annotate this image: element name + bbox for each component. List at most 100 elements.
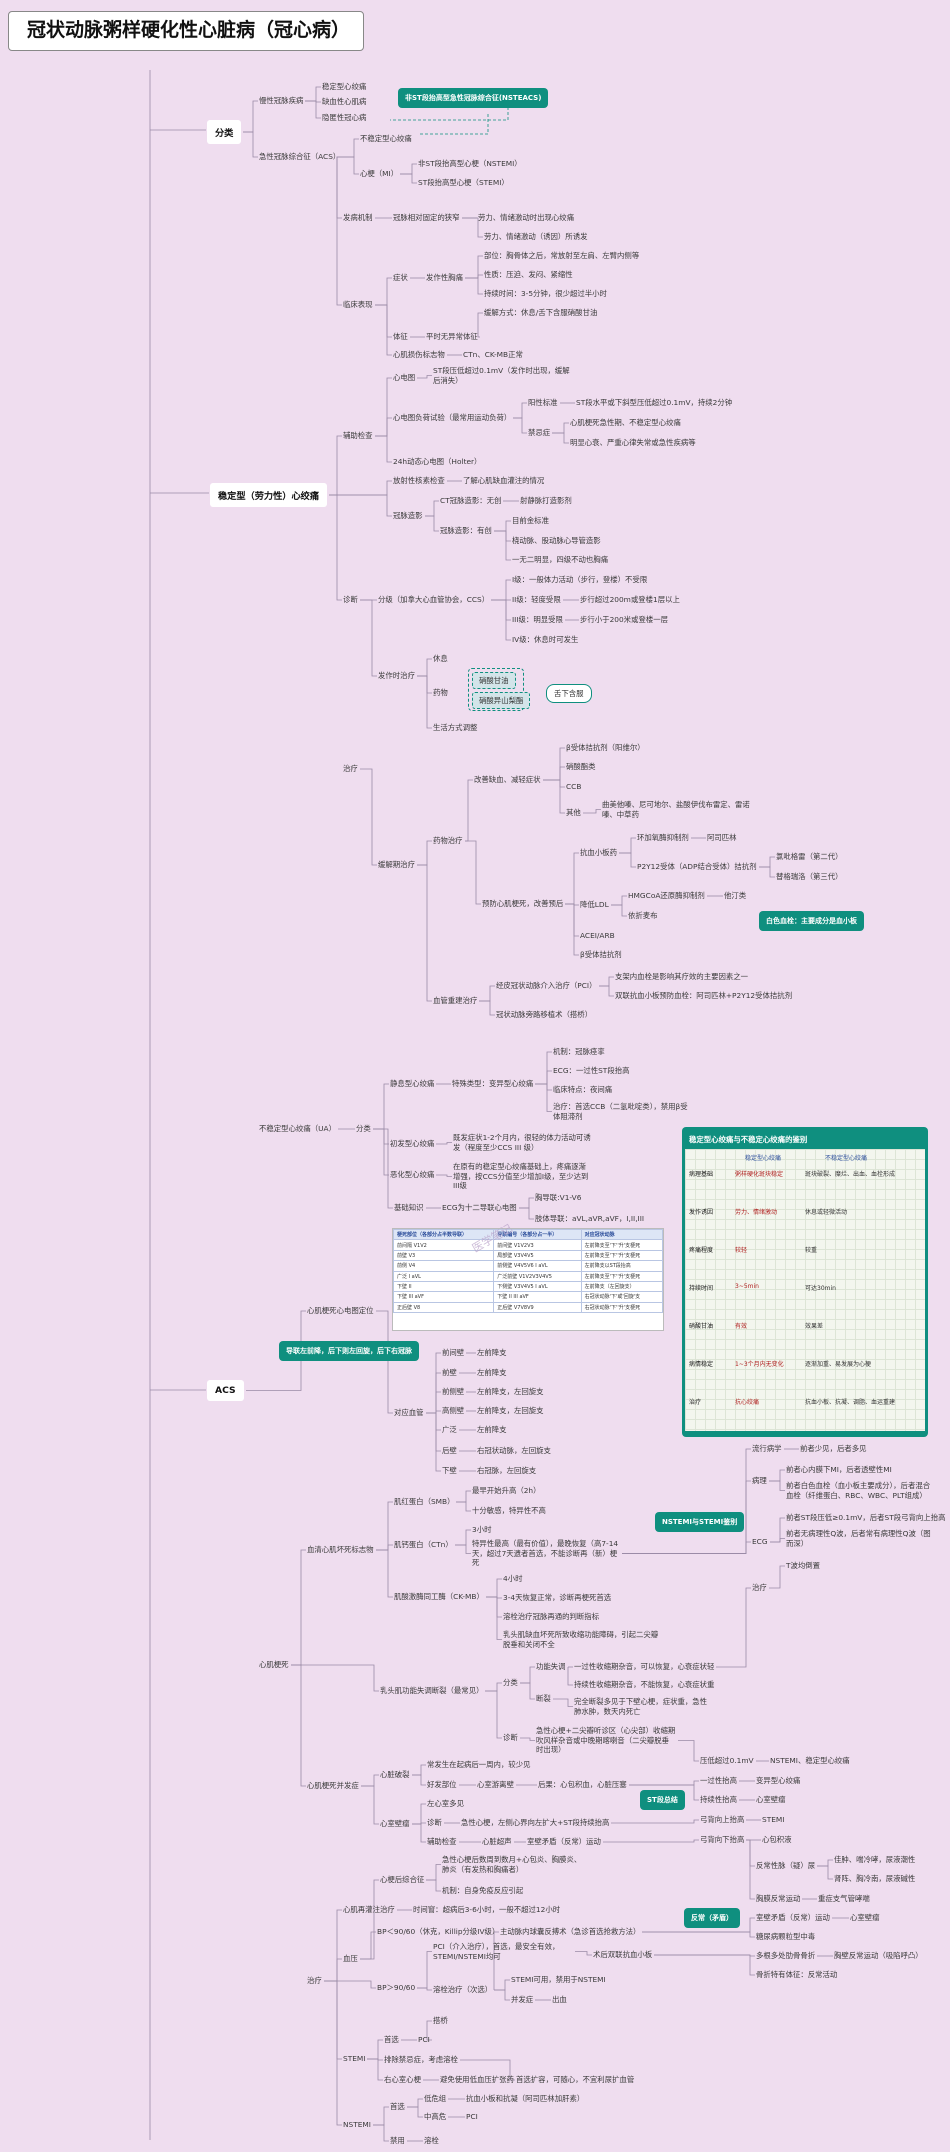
connector bbox=[426, 1372, 441, 1414]
mindmap-node: 硝酸酯类 bbox=[566, 762, 596, 771]
mindmap-node[interactable]: 反常（矛盾） bbox=[684, 1908, 740, 1928]
connector bbox=[567, 1667, 573, 1686]
connector bbox=[817, 1859, 833, 1867]
mindmap-node: 冠脉造影 bbox=[393, 511, 423, 520]
mindmap-node: 机制：冠脉痉挛 bbox=[553, 1047, 605, 1056]
connector bbox=[455, 1544, 471, 1554]
comparison-text: 3~5min bbox=[735, 1283, 759, 1290]
mindmap-node: 变异型心绞痛 bbox=[756, 1776, 801, 1785]
connector bbox=[519, 1207, 534, 1220]
connector bbox=[485, 1682, 502, 1692]
table-cell: 下壁 II III aVF bbox=[493, 1291, 582, 1303]
table-cell: 前侧 V4 bbox=[393, 1260, 495, 1272]
connector bbox=[477, 312, 483, 338]
mindmap-node: β受体拮抗剂 bbox=[580, 950, 622, 959]
connector bbox=[360, 599, 377, 677]
mindmap-node[interactable]: ACS bbox=[207, 1380, 244, 1401]
mindmap-node: 抗血小板和抗凝（阿司匹林加肝素） bbox=[466, 2094, 585, 2103]
mindmap-node: 溶栓治疗冠脉再通的判断指标 bbox=[503, 1612, 600, 1621]
table-cell: 下侧壁 V3V4V5 I aVL bbox=[493, 1280, 582, 1293]
connector bbox=[305, 100, 321, 103]
mindmap-node: 前者ST段压低≥0.1mV，后者ST段弓背向上抬高 bbox=[786, 1513, 946, 1522]
mindmap-node: 血压 bbox=[343, 1954, 358, 1963]
mindmap-node: 稳定型心绞痛 bbox=[322, 82, 367, 91]
comparison-text: 休息或轻微活动 bbox=[805, 1209, 848, 1216]
connector bbox=[535, 1070, 552, 1085]
mindmap-node: 心肌损伤标志物 bbox=[393, 350, 445, 359]
connector bbox=[622, 1448, 751, 1554]
connector bbox=[520, 1666, 535, 1684]
mindmap-node[interactable]: 分类 bbox=[207, 120, 242, 144]
mindmap-node: ECG bbox=[752, 1537, 768, 1546]
connector bbox=[465, 255, 483, 279]
comparison-text: 1~3个月内无变化 bbox=[735, 1361, 784, 1368]
connector bbox=[485, 1690, 502, 1739]
mindmap-node: 心肌梗死并发症 bbox=[307, 1781, 359, 1790]
mindmap-node[interactable]: NSTEMI与STEMI鉴别 bbox=[655, 1512, 745, 1532]
comparison-text: 病理基础 bbox=[689, 1171, 714, 1178]
connector bbox=[603, 1839, 699, 1843]
connector bbox=[426, 1352, 441, 1414]
mindmap-node[interactable]: 舌下含服 bbox=[546, 684, 592, 703]
connector bbox=[417, 1987, 432, 1991]
mindmap-node: P2Y12受体（ADP结合受体）拮抗剂 bbox=[637, 862, 757, 871]
mindmap-node: 避免使用低血压扩张药 bbox=[440, 2075, 514, 2084]
connector bbox=[291, 1664, 379, 1692]
connector bbox=[520, 1737, 535, 1741]
mindmap-node: 反常性脉（疑）尿 bbox=[756, 1861, 816, 1870]
mindmap-node: 症状 bbox=[393, 273, 408, 282]
mindmap-node: 射静脉打造影剂 bbox=[520, 496, 572, 505]
mindmap-node[interactable]: 稳定型（劳力性）心绞痛 bbox=[210, 483, 328, 507]
mindmap-node[interactable]: 非ST段抬高型急性冠脉综合征(NSTEACS) bbox=[398, 88, 549, 108]
mindmap-node: 支架内血栓是影响其疗效的主要因素之一 bbox=[615, 972, 749, 981]
connector bbox=[746, 1839, 755, 1867]
connector bbox=[367, 2058, 383, 2081]
connector bbox=[486, 1596, 502, 1599]
mindmap-node: 前间壁 bbox=[442, 1348, 465, 1357]
connector bbox=[479, 985, 495, 1002]
mindmap-node: STEMI bbox=[343, 2054, 366, 2063]
connector bbox=[746, 1839, 755, 1900]
connector bbox=[329, 480, 392, 496]
mindmap-node: 后果：心包积血，心脏压塞 bbox=[538, 1780, 627, 1789]
drug-item: 硝酸甘油 bbox=[472, 672, 516, 689]
mindmap-node: 术后双联抗血小板 bbox=[593, 1950, 653, 1959]
mindmap-node: T波均倒置 bbox=[786, 1561, 821, 1570]
mindmap-node: 发病机制 bbox=[343, 213, 373, 222]
mindmap-node[interactable]: ST段总结 bbox=[640, 1790, 685, 1810]
mindmap-node: 一无二明显，四级不动也胸痛 bbox=[512, 555, 609, 564]
mindmap-node: 后壁 bbox=[442, 1446, 457, 1455]
mindmap-node: 急性心梗，左侧心界向左扩大+ST段持续抬高 bbox=[461, 1818, 610, 1827]
connector bbox=[361, 1785, 379, 1825]
mindmap-node: 肢体导联：aVL,aVR,aVF，I,II,III bbox=[535, 1214, 645, 1223]
mindmap-node: 临床特点：夜间痛 bbox=[553, 1085, 613, 1094]
mindmap-node: 禁忌症 bbox=[528, 428, 551, 437]
mindmap-node: IV级：休息时可发生 bbox=[512, 635, 579, 644]
mindmap-node: 冠脉造影：有创 bbox=[440, 526, 492, 535]
connector bbox=[342, 138, 359, 158]
mindmap-node: HMGCoA还原酶抑制剂 bbox=[628, 891, 705, 900]
mindmap-node[interactable]: 白色血栓：主要成分是血小板 bbox=[759, 911, 864, 931]
mindmap-node: 左前降支，左回旋支 bbox=[477, 1406, 544, 1415]
mindmap-node: 心肌梗死心电图定位 bbox=[307, 1306, 374, 1315]
connector bbox=[417, 658, 432, 677]
mindmap-node: 压低超过0.1mV bbox=[700, 1756, 754, 1765]
connector bbox=[553, 1698, 573, 1707]
connector bbox=[412, 1822, 426, 1825]
mindmap-node: 治疗 bbox=[752, 1583, 767, 1592]
connector bbox=[367, 2058, 383, 2061]
mindmap-node: 非ST段抬高型心梗（NSTEMI） bbox=[418, 159, 522, 168]
mindmap-node[interactable]: 导联左前降，后下则左回旋，后下右冠脉 bbox=[279, 1341, 419, 1361]
table-cell: 局部壁 V3V4V5 bbox=[493, 1249, 582, 1262]
mindmap-node: STEMI bbox=[762, 1815, 785, 1824]
mindmap-node: 肌钙蛋白（CTn） bbox=[394, 1540, 453, 1549]
connector bbox=[456, 1490, 471, 1503]
mindmap-node: 3-4天恢复正常，诊断再梗死首选 bbox=[503, 1593, 612, 1602]
connector bbox=[373, 1083, 389, 1130]
mindmap-node: 诊断 bbox=[503, 1733, 518, 1742]
mindmap-node: 特异性最高（最有价值），最晚恢复（高7-14天，超过7天遗者首选，不能诊断再（新… bbox=[472, 1539, 619, 1567]
drug-item: 硝酸异山梨酯 bbox=[472, 692, 531, 709]
mindmap-node: 既发症状1-2个月内，很轻的体力活动可诱发（程度至少CCS III 级） bbox=[453, 1133, 591, 1152]
mindmap-node: 桡动脉、股动脉心导管造影 bbox=[512, 536, 601, 545]
mindmap-node: CT冠脉造影：无创 bbox=[440, 496, 502, 505]
